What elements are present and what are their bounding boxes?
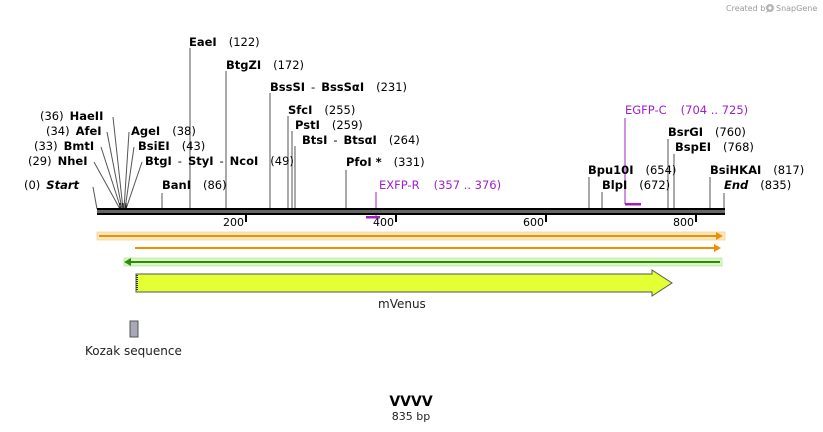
site-btgi-styi-ncoi[interactable]: BtgI-StyI-NcoI(49) [145, 154, 294, 168]
site-bpu10i[interactable]: Bpu10I(654) [588, 163, 676, 177]
leader-bmti [100, 146, 122, 210]
ruler-tick-600: 600 [523, 216, 544, 229]
site-blpi[interactable]: BlpI(672) [602, 178, 670, 192]
feature-mvenus-label: mVenus [378, 297, 426, 311]
sequence-title: VVVV [389, 394, 433, 410]
leader-start [92, 186, 98, 210]
primer-exfp-r[interactable]: EXFP-R(357 .. 376) [379, 178, 501, 192]
leader-bsiei [124, 146, 135, 210]
primer-egfp-c-bar[interactable] [625, 203, 641, 206]
site-end[interactable]: End(835) [724, 178, 791, 192]
site-sfci[interactable]: SfcI(255) [288, 103, 355, 117]
feature-kozak[interactable] [129, 320, 139, 338]
leader-agei [123, 131, 130, 210]
leader-btgi [125, 161, 143, 210]
site-start[interactable]: (0)Start [24, 178, 80, 192]
sequence-length: 835 bp [392, 410, 430, 423]
orf-arrow-forward-2[interactable] [135, 244, 721, 252]
site-bmti[interactable]: (33)BmtI [34, 139, 94, 153]
leader-nhei [93, 161, 121, 210]
site-leader-lines [92, 48, 725, 210]
snapgene-logo-icon [766, 4, 774, 12]
site-haeii[interactable]: (36)HaeII [40, 109, 103, 123]
site-psti[interactable]: PstI(259) [295, 118, 363, 132]
ruler-tick-200: 200 [223, 216, 244, 229]
primer-exfp-r-bar[interactable] [366, 216, 380, 219]
feature-kozak-label: Kozak sequence [85, 344, 182, 358]
primer-egfp-c[interactable]: EGFP-C(704 .. 725) [625, 103, 748, 117]
orf-arrow-reverse[interactable] [123, 257, 723, 267]
site-bsiei[interactable]: BsiEI(43) [138, 139, 205, 153]
feature-mvenus[interactable] [135, 269, 673, 297]
ruler-ticks [245, 215, 697, 222]
site-eaei[interactable]: EaeI(122) [189, 35, 260, 49]
orf-arrow-forward-1[interactable] [96, 231, 726, 241]
brand-created-by: Created by [726, 4, 770, 13]
sequence-backbone [97, 208, 725, 215]
site-agei[interactable]: AgeI(38) [131, 124, 196, 138]
site-afei[interactable]: (34)AfeI [46, 124, 102, 138]
leader-haeii [112, 116, 124, 210]
site-btsi[interactable]: BtsI-BtsαI(264) [302, 133, 420, 147]
ruler-tick-400: 400 [373, 216, 394, 229]
site-bsssi[interactable]: BssSI-BssSαI(231) [270, 80, 407, 94]
leader-afei [106, 131, 123, 210]
site-bsihkai[interactable]: BsiHKAI(817) [710, 163, 804, 177]
site-nhei[interactable]: (29)NheI [28, 154, 88, 168]
cut-site-marks [119, 203, 127, 209]
ruler-tick-800: 800 [673, 216, 694, 229]
site-bsrgi[interactable]: BsrGI(760) [668, 125, 746, 139]
site-btgzi[interactable]: BtgZI(172) [226, 58, 304, 72]
brand-snapgene: SnapGene [776, 4, 817, 13]
site-pfoi[interactable]: PfoI *(331) [346, 155, 425, 169]
site-bani[interactable]: BanI(86) [162, 178, 227, 192]
site-bspei[interactable]: BspEI(768) [675, 140, 754, 154]
